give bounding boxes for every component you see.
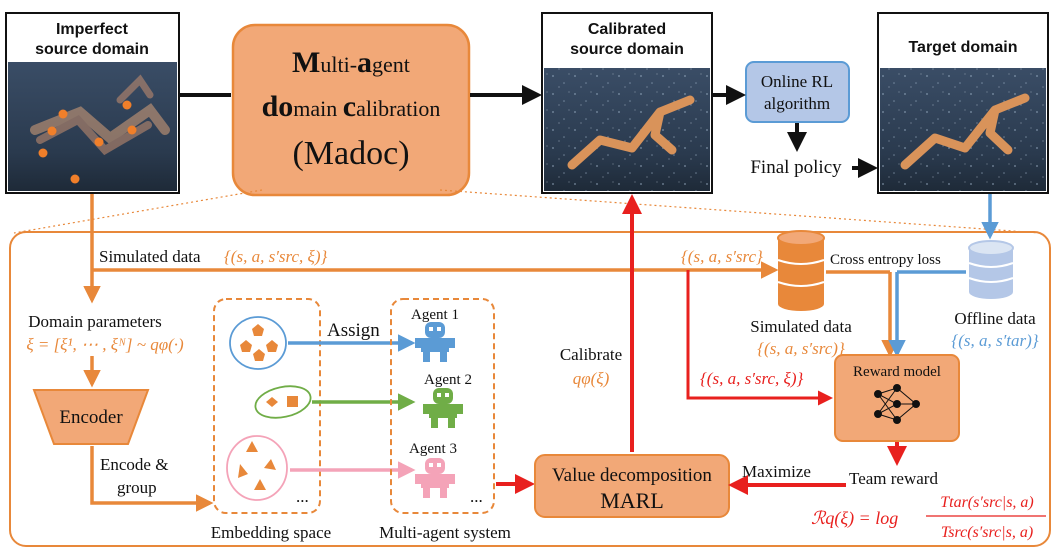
- zoom-line-right: [439, 189, 1041, 234]
- cluster-pink: [226, 435, 288, 501]
- simulated-db-tuple: {(s, a, s′src)}: [757, 339, 845, 358]
- agent3-label: Agent 3: [409, 441, 457, 457]
- domain-parameter-dots: [38, 100, 137, 184]
- arrow-encoder-to-embedding: [90, 446, 214, 512]
- cheetah-figure: [567, 95, 695, 170]
- vd-line1: Value decomposition: [552, 465, 712, 486]
- embedding-ellipsis: ...: [296, 487, 309, 506]
- madoc-box: Multi-agent domain calibration (Madoc): [231, 23, 471, 197]
- zoom-line-left: [13, 189, 263, 234]
- formula-numerator: Ttar(s′src|s, a): [940, 494, 1034, 511]
- multi-agent-system-label: Multi-agent system: [379, 523, 511, 542]
- neural-network-icon: [874, 384, 920, 424]
- calibrated-source-panel: Calibrated source domain: [541, 12, 713, 194]
- simulated-data-tuple: {(s, a, s′src, ξ)}: [224, 247, 327, 266]
- simulated-data-label: Simulated data: [99, 247, 201, 266]
- arrow-sim-to-reward: [686, 270, 833, 406]
- agent3-robot-icon: [415, 458, 455, 498]
- encode-group-line1: Encode &: [100, 455, 168, 474]
- cluster-blue: [229, 316, 287, 370]
- formula-lhs: ℛq(ξ) = log: [811, 508, 898, 529]
- multi-agent-system-box: [390, 298, 495, 514]
- madoc-detail-box: [9, 231, 1051, 547]
- offline-database-icon: [968, 240, 1014, 299]
- encode-group-line2: group: [117, 478, 157, 497]
- domain-parameters-eq: ξ = [ξ¹, ⋯ , ξᴺ] ~ qφ(·): [26, 335, 184, 354]
- cluster-green: [254, 385, 312, 419]
- domain-parameters-label: Domain parameters: [28, 312, 162, 331]
- reward-model-box: Reward model: [834, 354, 960, 442]
- calibrated-title-line1: Calibrated: [588, 21, 666, 38]
- madoc-line1: Multi-agent: [292, 46, 410, 79]
- encoder-block: Encoder: [32, 389, 150, 445]
- formula-denominator: Tsrc(s′src|s, a): [941, 524, 1033, 541]
- tuple-to-db: {(s, a, s′src}: [681, 247, 763, 266]
- reward-formula: ℛq(ξ) = log Ttar(s′src|s, a) Tsrc(s′src|…: [811, 494, 1046, 541]
- reward-model-label: Reward model: [853, 364, 941, 380]
- agent1-robot-icon: [415, 322, 455, 362]
- imperfect-title-line1: Imperfect: [56, 21, 129, 38]
- target-domain-panel: Target domain: [877, 12, 1049, 194]
- red-tuple: {(s, a, s′src, ξ)}: [700, 369, 803, 388]
- vd-line2: MARL: [600, 488, 664, 513]
- target-title: Target domain: [908, 39, 1017, 56]
- embedding-space-label: Embedding space: [211, 523, 331, 542]
- team-reward-label: Team reward: [849, 469, 938, 488]
- offline-data-tuple: {(s, a, s′tar)}: [951, 331, 1038, 350]
- madoc-line3: (Madoc): [292, 135, 409, 172]
- agent2-label: Agent 2: [424, 372, 472, 388]
- online-rl-box: Online RL algorithm: [745, 61, 850, 123]
- maximize-label: Maximize: [742, 462, 811, 481]
- imperfect-source-panel: Imperfect source domain: [5, 12, 180, 194]
- embedding-space-box: [213, 298, 321, 514]
- offline-data-label: Offline data: [954, 309, 1036, 328]
- agent-ellipsis: ...: [470, 487, 483, 506]
- madoc-line2: domain calibration: [262, 90, 441, 123]
- simulated-db-label: Simulated data: [750, 317, 852, 336]
- agent2-robot-icon: [423, 388, 463, 428]
- calibrate-label: Calibrate: [560, 345, 622, 364]
- agent1-label: Agent 1: [411, 307, 459, 323]
- encoder-label: Encoder: [59, 407, 123, 428]
- simulated-database-icon: [777, 230, 825, 311]
- calibrate-q: qφ(ξ): [573, 369, 610, 388]
- online-rl-line1: Online RL: [761, 72, 833, 91]
- imperfect-title-line2: source domain: [35, 41, 149, 58]
- cross-entropy-label: Cross entropy loss: [830, 252, 941, 268]
- final-policy-label: Final policy: [750, 157, 842, 178]
- cheetah-figure-target: [900, 93, 1030, 170]
- online-rl-line2: algorithm: [764, 94, 830, 113]
- assign-label: Assign: [327, 320, 380, 341]
- value-decomposition-box: Value decomposition MARL: [534, 454, 730, 518]
- calibrated-title-line2: source domain: [570, 41, 684, 58]
